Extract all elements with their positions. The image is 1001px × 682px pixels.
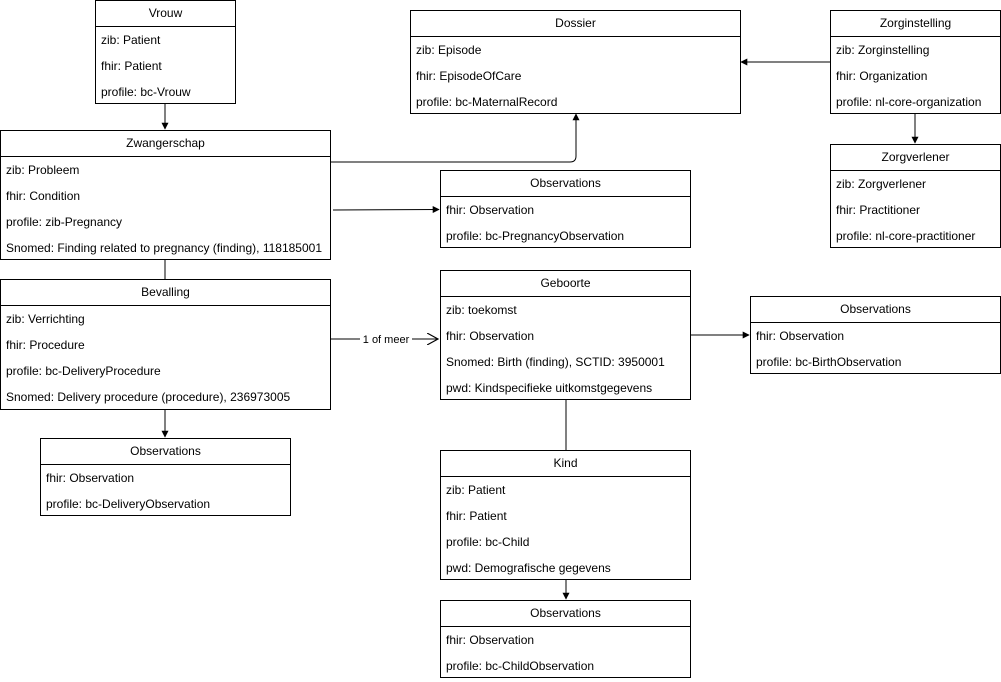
- node-title: Zorginstelling: [831, 11, 1000, 37]
- node-vrouw[interactable]: Vrouw zib: Patient fhir: Patient profile: b…: [95, 0, 236, 104]
- node-zorgverlener[interactable]: Zorgverlener zib: Zorgverlener fhir: Pract…: [830, 144, 1001, 248]
- node-field: profile: bc-PregnancyObservation: [446, 229, 625, 243]
- node-field: zib: Zorgverlener: [836, 177, 927, 191]
- node-field: fhir: Patient: [101, 59, 162, 73]
- node-field: zib: Patient: [446, 483, 506, 497]
- node-title: Dossier: [411, 11, 740, 37]
- node-field: profile: bc-BirthObservation: [756, 355, 902, 369]
- node-observations-child[interactable]: Observations fhir: Observation profile: bc…: [440, 600, 691, 678]
- node-field: fhir: Patient: [446, 509, 507, 523]
- node-field: profile: zib-Pregnancy: [6, 215, 123, 229]
- node-field: zib: Zorginstelling: [836, 43, 930, 57]
- node-field: profile: nl-core-practitioner: [836, 229, 976, 243]
- node-title: Zwangerschap: [1, 131, 330, 157]
- node-field: fhir: Procedure: [6, 338, 85, 352]
- node-title: Observations: [41, 439, 290, 465]
- node-field: Snomed: Finding related to pregnancy (fi…: [6, 241, 322, 255]
- node-observations-birth[interactable]: Observations fhir: Observation profile: bc…: [750, 296, 1001, 374]
- node-title: Vrouw: [96, 1, 235, 27]
- node-field: profile: nl-core-organization: [836, 95, 982, 109]
- edge-zwangerschap-dossier: [331, 113, 580, 163]
- node-title: Observations: [751, 297, 1000, 323]
- node-field: fhir: Observation: [46, 471, 135, 485]
- node-field: fhir: Condition: [6, 189, 81, 203]
- node-field: profile: bc-DeliveryProcedure: [6, 364, 161, 378]
- node-field: pwd: Kindspecifieke uitkomstgegevens: [446, 381, 653, 395]
- node-field: fhir: EpisodeOfCare: [416, 69, 522, 83]
- edge-label-1-of-meer: 1 of meer: [360, 333, 412, 347]
- node-zwangerschap[interactable]: Zwangerschap zib: Probleem fhir: Condition…: [0, 130, 331, 260]
- node-field: fhir: Observation: [446, 633, 535, 647]
- node-observations-delivery[interactable]: Observations fhir: Observation profile: bc…: [40, 438, 291, 516]
- node-field: pwd: Demografische gegevens: [446, 561, 611, 575]
- node-field: fhir: Organization: [836, 69, 928, 83]
- node-bevalling[interactable]: Bevalling zib: Verrichting fhir: Procedure…: [0, 279, 331, 410]
- node-field: zib: Episode: [416, 43, 482, 57]
- node-dossier[interactable]: Dossier zib: Episode fhir: EpisodeOfCare pr…: [410, 10, 741, 114]
- node-field: fhir: Observation: [446, 203, 535, 217]
- node-field: fhir: Observation: [756, 329, 845, 343]
- node-field: profile: bc-DeliveryObservation: [46, 497, 211, 511]
- node-field: fhir: Practitioner: [836, 203, 921, 217]
- node-title: Observations: [441, 171, 690, 197]
- node-observations-pregnancy[interactable]: Observations fhir: Observation profile: bc…: [440, 170, 691, 248]
- node-title: Observations: [441, 601, 690, 627]
- node-title: Bevalling: [1, 280, 330, 306]
- edge-zwangerschap-obs-pregnancy: [332, 206, 440, 214]
- node-title: Geboorte: [441, 271, 690, 297]
- node-field: zib: Verrichting: [6, 312, 85, 326]
- node-field: zib: Probleem: [6, 163, 80, 177]
- node-field: profile: bc-ChildObservation: [446, 659, 595, 673]
- node-field: zib: Patient: [101, 33, 161, 47]
- node-zorginstelling[interactable]: Zorginstelling zib: Zorginstelling fhir: O…: [830, 10, 1001, 114]
- node-field: profile: bc-Vrouw: [101, 85, 191, 99]
- node-field: profile: bc-MaternalRecord: [416, 95, 558, 109]
- node-field: Snomed: Delivery procedure (procedure), …: [6, 390, 291, 404]
- node-title: Zorgverlener: [831, 145, 1000, 171]
- node-field: fhir: Observation: [446, 329, 535, 343]
- node-kind[interactable]: Kind zib: Patient fhir: Patient profile: bc…: [440, 450, 691, 580]
- node-title: Kind: [441, 451, 690, 477]
- node-field: zib: toekomst: [446, 303, 517, 317]
- node-field: Snomed: Birth (finding), SCTID: 3950001: [446, 355, 665, 369]
- node-field: profile: bc-Child: [446, 535, 530, 549]
